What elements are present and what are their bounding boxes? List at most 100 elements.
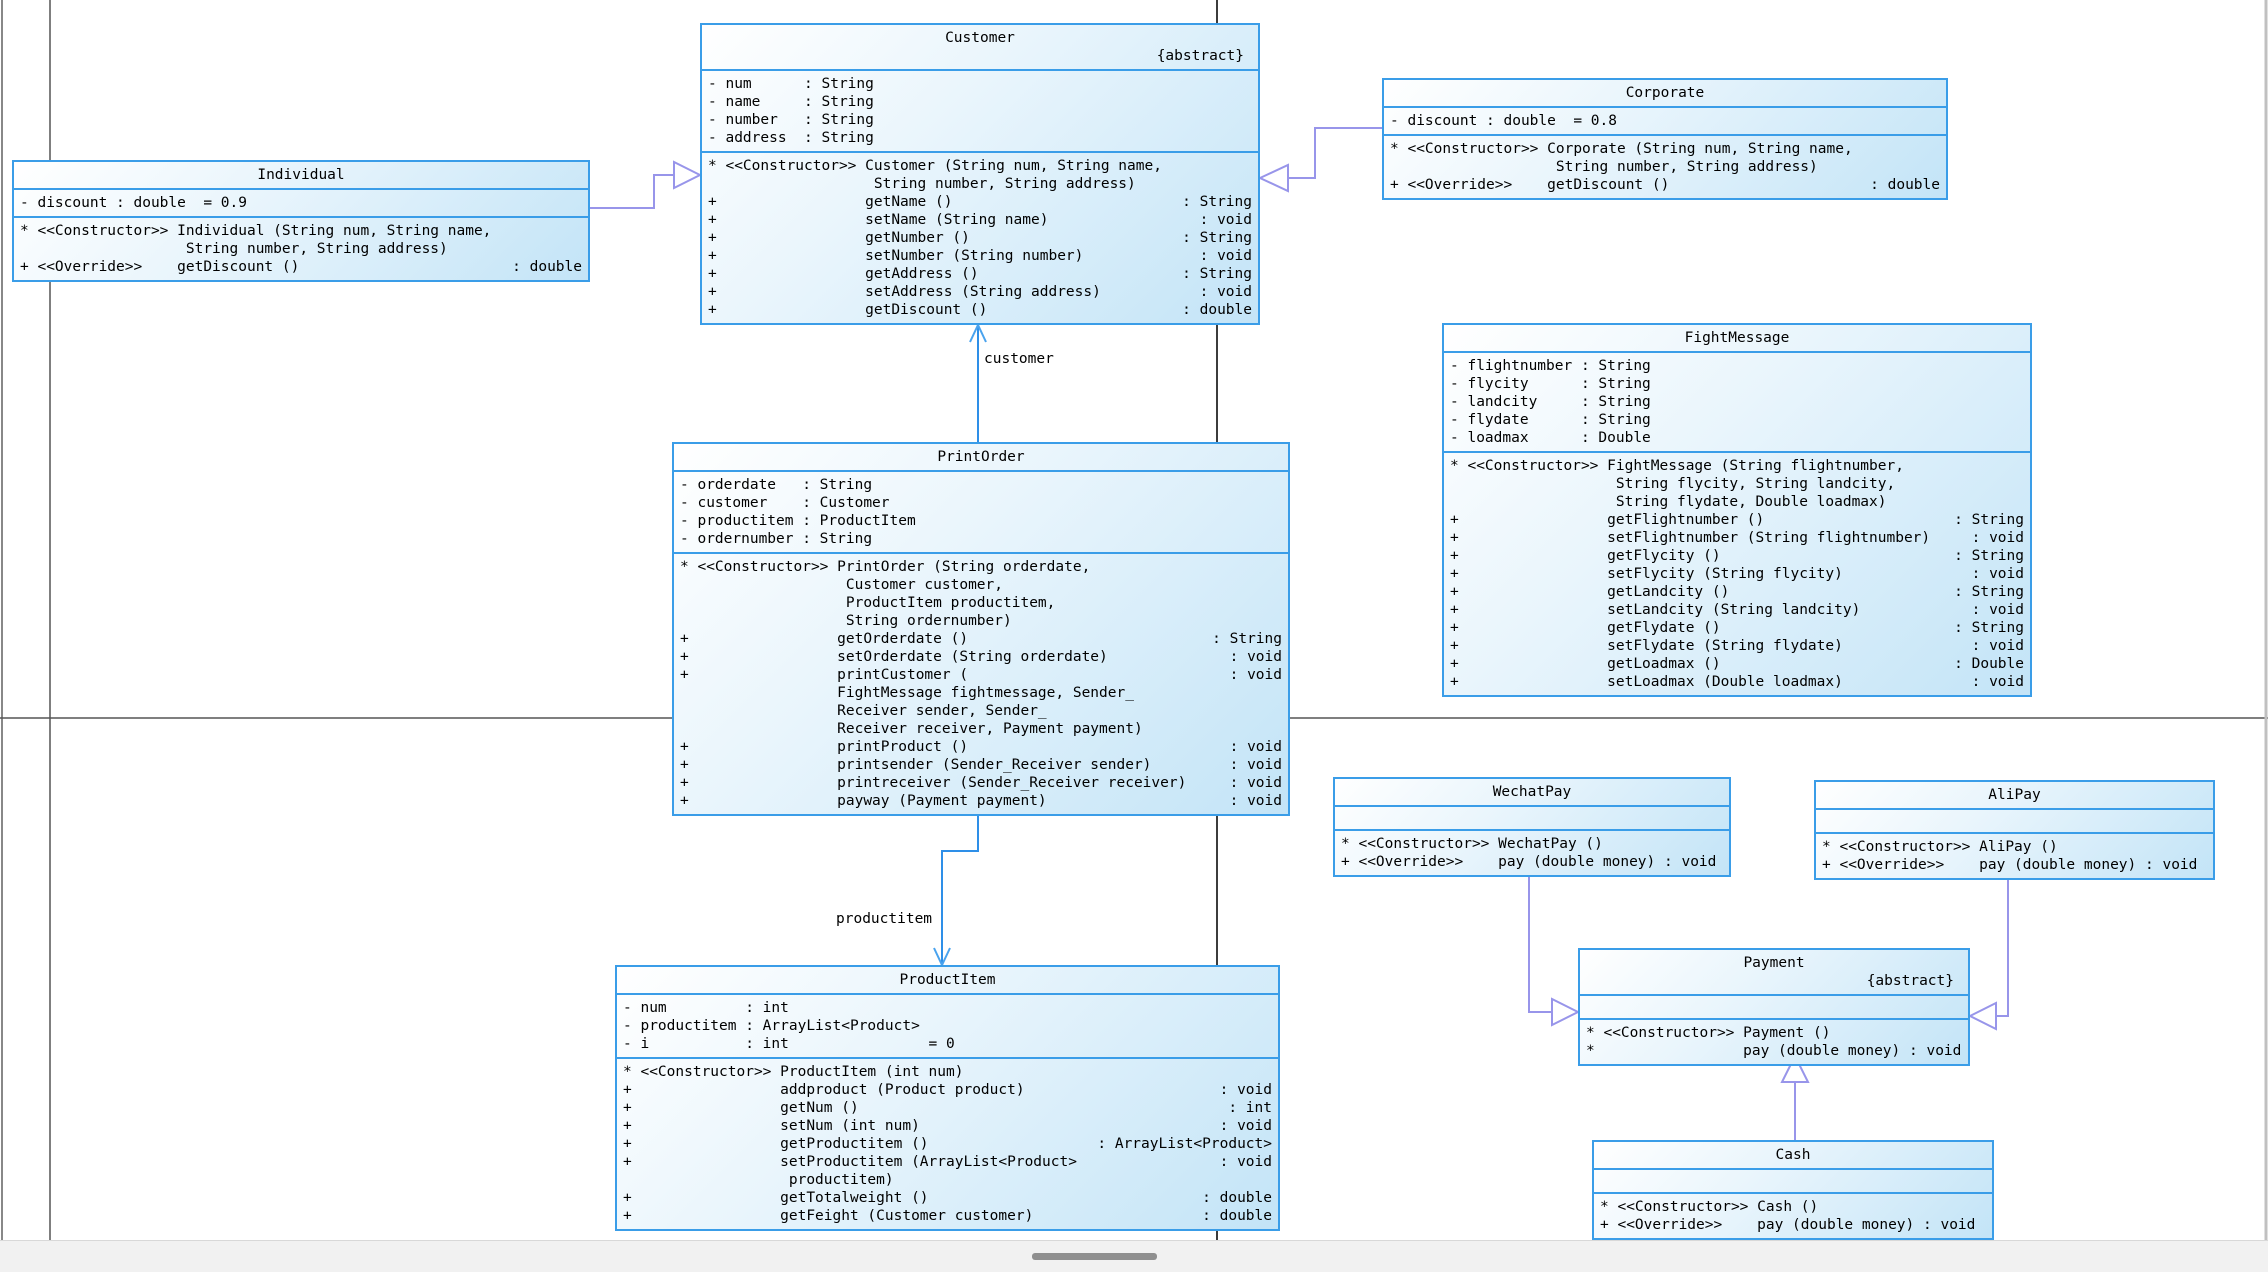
method-line: + addproduct (Product product): void (623, 1082, 1272, 1098)
method-line: + getNumber (): String (708, 230, 1252, 246)
attributes-compartment (1594, 1168, 1992, 1192)
method-line: + getNum (): int (623, 1100, 1272, 1116)
attribute-line: - number : String (708, 112, 874, 128)
method-line: + getFlydate (): String (1450, 620, 2024, 636)
methods-compartment: * <<Constructor>> Payment ()* pay (doubl… (1580, 1018, 1968, 1064)
method-line: * <<Constructor>> AliPay () (1822, 839, 2058, 855)
generalization-cash-to-payment[interactable] (1780, 1053, 1810, 1145)
class-title: WechatPay (1335, 779, 1729, 805)
method-line: + setLoadmax (Double loadmax): void (1450, 674, 2024, 690)
attribute-line: - flycity : String (1450, 376, 1651, 392)
hollow-triangle-arrowhead-icon (673, 160, 703, 190)
generalization-alipay-to-payment[interactable] (1967, 865, 2009, 1031)
methods-compartment: * <<Constructor>> WechatPay ()+ <<Overri… (1335, 829, 1729, 875)
generalization-wechatpay-to-payment[interactable] (1528, 860, 1581, 1027)
association-printorder-to-productitem[interactable] (933, 810, 979, 968)
methods-compartment: * <<Constructor>> AliPay ()+ <<Override>… (1816, 832, 2213, 878)
method-line: + <<Override>> getDiscount (): double (1390, 177, 1940, 193)
class-title: Individual (14, 162, 588, 188)
method-line: * <<Constructor>> Corporate (String num,… (1390, 141, 1853, 157)
edge-label-customer[interactable]: customer (984, 351, 1054, 367)
method-line: + setNumber (String number): void (708, 248, 1252, 264)
class-name: Payment (1743, 955, 1805, 971)
class-box-cash[interactable]: Cash * <<Constructor>> Cash () + <<Overri… (1592, 1140, 1994, 1240)
method-line: + printProduct (): void (680, 739, 1282, 755)
method-line: Customer customer, (680, 577, 1004, 593)
class-name: Individual (257, 167, 345, 183)
horizontal-scrollbar-track[interactable] (0, 1240, 2268, 1272)
attributes-compartment (1580, 994, 1968, 1018)
hollow-triangle-arrowhead-icon (1780, 1053, 1810, 1083)
method-line: String ordernumber) (680, 613, 1012, 629)
method-line: + printreceiver (Sender_Receiver receive… (680, 775, 1282, 791)
class-box-payment[interactable]: Payment {abstract} * <<Constructor>> Pay… (1578, 948, 1970, 1066)
generalization-corporate-to-customer[interactable] (1257, 127, 1382, 193)
open-arrowhead-icon (969, 322, 987, 343)
class-box-fightmessage[interactable]: FightMessage - flightnumber : String- fl… (1442, 323, 2032, 697)
class-box-wechatpay[interactable]: WechatPay * <<Constructor>> WechatPay ()… (1333, 777, 1731, 877)
class-box-printorder[interactable]: PrintOrder - orderdate : String- custome… (672, 442, 1290, 816)
method-line: + getFlightnumber (): String (1450, 512, 2024, 528)
edge-label-productitem[interactable]: productitem (836, 911, 933, 927)
method-line: + setNum (int num): void (623, 1118, 1272, 1134)
method-line: + <<Override>> pay (double money) : void (1341, 854, 1717, 870)
method-line: * <<Constructor>> Individual (String num… (20, 223, 492, 239)
method-line: * <<Constructor>> PrintOrder (String ord… (680, 559, 1091, 575)
class-name: Customer (945, 30, 1015, 46)
attribute-line: - name : String (708, 94, 874, 110)
generalization-individual-to-customer[interactable] (590, 160, 703, 209)
method-line: * <<Constructor>> Cash () (1600, 1199, 1819, 1215)
attribute-line: - i : int = 0 (623, 1036, 955, 1052)
class-title: ProductItem (617, 967, 1278, 993)
class-box-corporate[interactable]: Corporate - discount : double = 0.8 * <<… (1382, 78, 1948, 200)
attribute-line: - productitem : ArrayList<Product> (623, 1018, 920, 1034)
class-name: ProductItem (899, 972, 996, 988)
method-line: String number, String address) (20, 241, 448, 257)
class-box-alipay[interactable]: AliPay * <<Constructor>> AliPay ()+ <<Ov… (1814, 780, 2215, 880)
method-line: + getFeight (Customer customer): double (623, 1208, 1272, 1224)
abstract-tag: {abstract} (1156, 48, 1244, 64)
class-name: WechatPay (1492, 784, 1572, 800)
method-line: + payway (Payment payment): void (680, 793, 1282, 809)
hollow-triangle-arrowhead-icon (1257, 163, 1289, 193)
attributes-compartment (1816, 808, 2213, 832)
class-title: FightMessage (1444, 325, 2030, 351)
hollow-triangle-arrowhead-icon (1967, 1001, 1997, 1031)
attribute-line: - num : int (623, 1000, 789, 1016)
method-line: String number, String address) (708, 176, 1136, 192)
method-line: + setFlydate (String flydate): void (1450, 638, 2024, 654)
class-box-customer[interactable]: Customer {abstract} - num : String- name… (700, 23, 1260, 325)
method-line: + setFlycity (String flycity): void (1450, 566, 2024, 582)
attributes-compartment: - discount : double = 0.8 (1384, 106, 1946, 134)
method-line: ProductItem productitem, (680, 595, 1056, 611)
methods-compartment: * <<Constructor>> Cash () + <<Override>> … (1594, 1192, 1992, 1238)
methods-compartment: * <<Constructor>> FightMessage (String f… (1444, 451, 2030, 695)
horizontal-scrollbar-thumb[interactable] (1032, 1253, 1157, 1260)
class-title: Cash (1594, 1142, 1992, 1168)
method-line: String flycity, String landcity, (1450, 476, 1896, 492)
class-box-productitem[interactable]: ProductItem - num : int - productitem : A… (615, 965, 1280, 1231)
class-name: Corporate (1625, 85, 1705, 101)
attribute-line: - landcity : String (1450, 394, 1651, 410)
method-line: * <<Constructor>> Customer (String num, … (708, 158, 1162, 174)
association-printorder-to-customer[interactable] (969, 322, 987, 450)
attribute-line: - ordernumber : String (680, 531, 873, 547)
method-line: * pay (double money) : void (1586, 1043, 1962, 1059)
attributes-compartment: - num : int - productitem : ArrayList<Pro… (617, 993, 1278, 1057)
method-line: + getLoadmax (): Double (1450, 656, 2024, 672)
method-line: Receiver receiver, Payment payment) (680, 721, 1143, 737)
method-line: + printsender (Sender_Receiver sender): … (680, 757, 1282, 773)
attribute-line: - productitem : ProductItem (680, 513, 916, 529)
method-line: + setOrderdate (String orderdate): void (680, 649, 1282, 665)
method-line: + getAddress (): String (708, 266, 1252, 282)
method-line: String flydate, Double loadmax) (1450, 494, 1887, 510)
hollow-triangle-arrowhead-icon (1551, 997, 1581, 1027)
class-name: Cash (1775, 1147, 1811, 1163)
class-box-individual[interactable]: Individual - discount : double = 0.9 * <… (12, 160, 590, 282)
methods-compartment: * <<Constructor>> PrintOrder (String ord… (674, 552, 1288, 814)
attributes-compartment: - discount : double = 0.9 (14, 188, 588, 216)
method-line: + getLandcity (): String (1450, 584, 2024, 600)
method-line: + getDiscount (): double (708, 302, 1252, 318)
method-line: + <<Override>> pay (double money) : void (1600, 1217, 1976, 1233)
